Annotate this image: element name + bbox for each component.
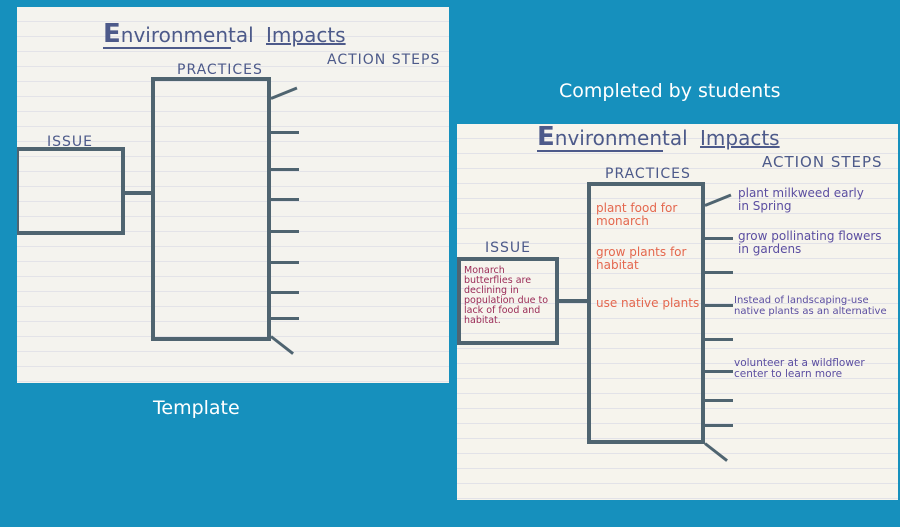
template-title-word: nvironmental xyxy=(120,23,254,47)
template-photo: Environmental Impacts ACTION STEPS PRACT… xyxy=(17,7,449,383)
action-item: Instead of landscaping-use native plants… xyxy=(734,295,887,317)
practice-item: plant food for monarch xyxy=(596,201,678,228)
template-practices-box xyxy=(151,77,271,341)
practice-item: use native plants xyxy=(596,296,700,310)
template-issue-heading: ISSUE xyxy=(47,134,93,150)
completed-practices-box xyxy=(587,182,705,444)
completed-caption: Completed by students xyxy=(559,80,781,102)
template-action-steps-heading: ACTION STEPS xyxy=(327,52,441,68)
completed-action-line xyxy=(705,338,733,341)
template-action-line xyxy=(271,317,299,320)
template-connector xyxy=(123,191,153,195)
completed-title-impacts: Impacts xyxy=(700,126,780,150)
template-action-line xyxy=(270,335,294,355)
template-title-underline xyxy=(103,47,231,49)
template-action-line xyxy=(271,261,299,264)
template-action-line xyxy=(271,168,299,171)
completed-action-line xyxy=(705,304,733,307)
template-action-line xyxy=(271,230,299,233)
template-issue-box xyxy=(17,147,125,235)
completed-action-line xyxy=(704,442,728,462)
completed-action-line xyxy=(705,271,733,274)
completed-title-initial: E xyxy=(537,124,555,152)
template-action-line xyxy=(271,131,299,134)
completed-action-line xyxy=(705,424,733,427)
completed-title-underline xyxy=(537,150,663,152)
template-title-initial: E xyxy=(103,19,121,49)
action-item: plant milkweed early in Spring xyxy=(738,186,864,213)
completed-photo: Environmental Impacts ACTION STEPS PRACT… xyxy=(457,124,898,500)
template-action-line xyxy=(271,198,299,201)
completed-action-line xyxy=(705,399,733,402)
issue-text: Monarch butterflies are declining in pop… xyxy=(464,265,549,326)
template-action-line xyxy=(271,291,299,294)
template-title: Environmental Impacts xyxy=(103,19,346,49)
template-practices-heading: PRACTICES xyxy=(177,62,263,78)
completed-action-steps-heading: ACTION STEPS xyxy=(762,153,883,171)
action-item: grow pollinating flowers in gardens xyxy=(738,229,882,256)
completed-action-line xyxy=(705,237,733,240)
completed-title: Environmental Impacts xyxy=(537,124,780,152)
completed-action-line xyxy=(704,193,732,207)
completed-practices-heading: PRACTICES xyxy=(605,166,691,182)
completed-title-word: nvironmental xyxy=(554,126,688,150)
completed-action-line xyxy=(705,370,733,373)
template-caption: Template xyxy=(153,397,240,419)
practice-item: grow plants for habitat xyxy=(596,245,687,272)
template-title-impacts: Impacts xyxy=(266,23,346,47)
completed-issue-heading: ISSUE xyxy=(485,240,531,256)
action-item: volunteer at a wildflower center to lear… xyxy=(734,357,865,381)
completed-connector xyxy=(557,299,589,303)
template-action-line xyxy=(270,86,298,100)
